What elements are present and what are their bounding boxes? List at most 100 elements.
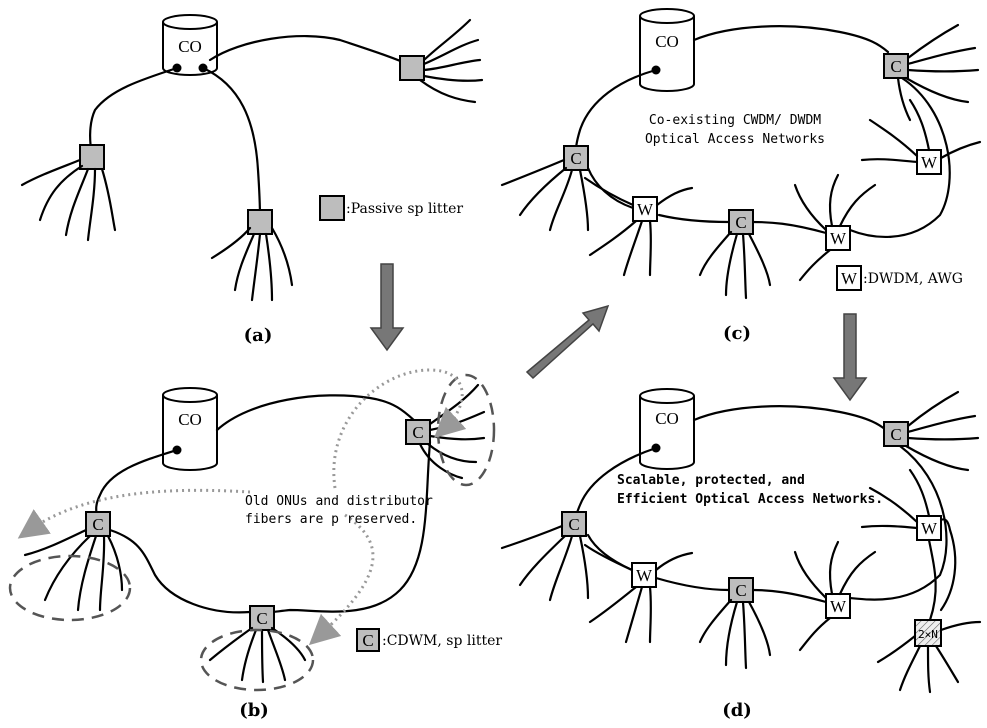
drop-fiber bbox=[868, 118, 919, 158]
co-cylinder: CO bbox=[162, 14, 218, 76]
drop-fiber bbox=[906, 414, 977, 434]
cwdm-splitter-node bbox=[561, 511, 587, 537]
node-label: C bbox=[890, 57, 901, 76]
drop-fiber bbox=[906, 23, 960, 60]
drop-fiber bbox=[747, 600, 772, 657]
drop-fiber bbox=[793, 550, 828, 600]
drop-fiber bbox=[741, 232, 748, 300]
feeder-ring bbox=[654, 576, 731, 592]
cwdm-splitter-node bbox=[728, 577, 754, 603]
drop-fiber bbox=[270, 226, 294, 287]
drop-fiber bbox=[578, 534, 590, 600]
drop-fiber bbox=[518, 166, 568, 217]
drop-fiber bbox=[583, 543, 634, 572]
feeder-ring bbox=[586, 533, 634, 572]
drop-fiber bbox=[828, 173, 840, 228]
drop-fiber bbox=[904, 76, 970, 104]
drop-fiber bbox=[793, 183, 828, 232]
drop-fiber bbox=[64, 167, 90, 237]
drop-fiber bbox=[588, 219, 638, 257]
drop-fiber bbox=[906, 68, 980, 73]
node-label: C bbox=[256, 609, 267, 628]
drop-fiber bbox=[860, 158, 919, 164]
drop-fiber bbox=[500, 524, 564, 550]
node-label: W bbox=[921, 153, 938, 172]
cwdm-splitter-node bbox=[405, 419, 431, 445]
node-label: C bbox=[92, 515, 103, 534]
panel-c: CO C C C W W W bbox=[500, 8, 982, 344]
panel-caption: (c) bbox=[723, 323, 751, 344]
node-label: W bbox=[921, 519, 938, 538]
feeder-ring bbox=[657, 213, 731, 224]
drop-fiber bbox=[741, 600, 748, 670]
drop-fiber bbox=[588, 585, 638, 624]
cwdm-splitter-node bbox=[728, 209, 754, 235]
drop-fiber bbox=[240, 628, 258, 682]
dwdm-awg-node bbox=[632, 196, 658, 222]
drop-fiber bbox=[266, 628, 287, 682]
feeder-ring bbox=[848, 76, 951, 239]
drop-fiber bbox=[422, 18, 472, 62]
drop-fiber bbox=[583, 176, 635, 207]
feeder-fiber bbox=[927, 538, 937, 622]
network-title-line1: Co-existing CWDM/ DWDM bbox=[649, 113, 821, 128]
node-label: W bbox=[636, 566, 653, 585]
drop-fiber bbox=[622, 219, 644, 277]
drop-fiber bbox=[250, 232, 262, 302]
co-label: CO bbox=[178, 37, 202, 56]
drop-fiber bbox=[233, 232, 256, 292]
dwdm-awg-node bbox=[631, 562, 657, 588]
drop-fiber bbox=[418, 442, 464, 480]
drop-fiber bbox=[624, 585, 644, 644]
co-label: CO bbox=[655, 409, 679, 428]
feeder-fiber bbox=[939, 518, 957, 612]
feeder-fiber bbox=[201, 66, 262, 220]
node-label: W bbox=[830, 597, 847, 616]
drop-fiber bbox=[106, 534, 124, 592]
drop-fiber bbox=[908, 468, 931, 518]
drop-fiber bbox=[926, 644, 932, 694]
drop-fiber bbox=[908, 98, 931, 152]
dotted-arrow bbox=[308, 513, 375, 646]
drop-fiber bbox=[422, 38, 480, 66]
annotation-line2: fibers are p reserved. bbox=[245, 512, 417, 527]
drop-fiber bbox=[906, 46, 977, 66]
drop-fiber bbox=[860, 524, 919, 530]
network-title-line2: Efficient Optical Access Networks. bbox=[617, 492, 883, 507]
network-title-line2: Optical Access Networks bbox=[645, 132, 825, 147]
drop-fiber bbox=[898, 644, 922, 692]
legend-text: :Passive sp litter bbox=[346, 201, 463, 217]
drop-fiber bbox=[896, 76, 912, 122]
drop-fiber bbox=[868, 486, 919, 524]
legend-text: :CDWM, sp litter bbox=[382, 633, 502, 649]
legend-symbol: C bbox=[362, 631, 373, 650]
drop-fiber bbox=[518, 534, 567, 587]
drop-fiber bbox=[828, 540, 840, 596]
drop-fiber bbox=[747, 232, 772, 287]
dotted-arrow bbox=[332, 368, 467, 489]
dwdm-awg-node bbox=[916, 149, 942, 175]
preserved-group-outline bbox=[8, 554, 132, 622]
drop-fiber bbox=[798, 616, 832, 652]
node-label: 2×N bbox=[918, 628, 938, 641]
drop-fiber bbox=[422, 58, 482, 72]
node-label: C bbox=[568, 515, 579, 534]
feeder-ring bbox=[95, 448, 179, 520]
node-label: C bbox=[890, 425, 901, 444]
drop-fiber bbox=[655, 186, 694, 207]
cwdm-splitter-node bbox=[883, 53, 909, 79]
co-label: CO bbox=[655, 32, 679, 51]
drop-fiber bbox=[838, 183, 877, 228]
drop-fiber bbox=[654, 551, 694, 572]
drop-fiber bbox=[906, 390, 960, 428]
node-label: W bbox=[637, 200, 654, 219]
arrow-c-to-d bbox=[832, 313, 868, 402]
annotation-line1: Old ONUs and distributor bbox=[245, 494, 433, 509]
arrow-a-to-b bbox=[369, 263, 405, 352]
network-title-line1: Scalable, protected, and bbox=[617, 473, 805, 488]
drop-fiber bbox=[548, 168, 574, 232]
cwdm-splitter-node bbox=[563, 145, 589, 171]
feeder-ring bbox=[750, 220, 828, 235]
node-label: C bbox=[412, 423, 423, 442]
passive-splitter bbox=[399, 55, 425, 81]
